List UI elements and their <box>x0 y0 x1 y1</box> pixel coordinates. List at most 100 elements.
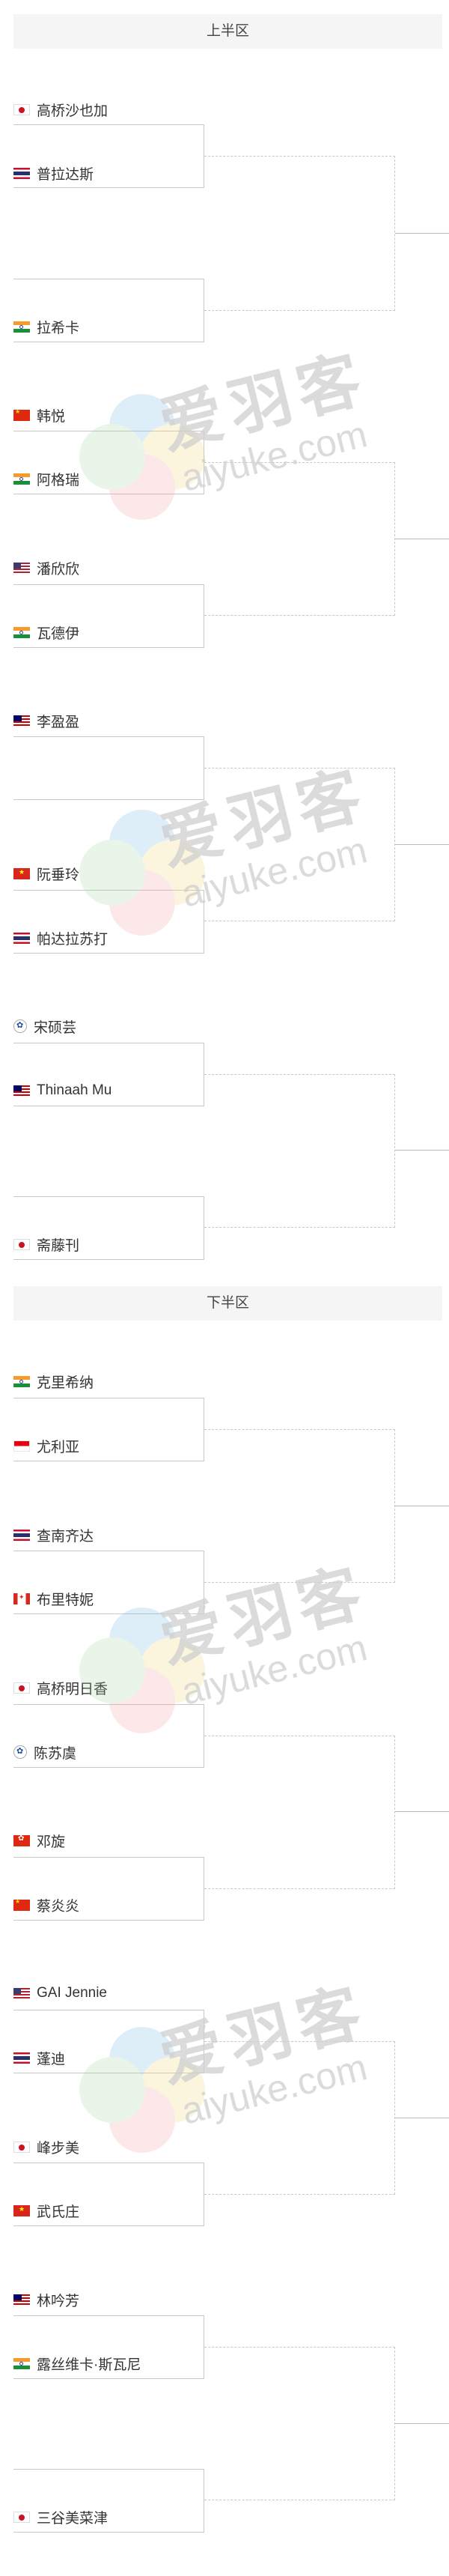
player-name: 阿格瑞 <box>37 472 80 488</box>
match-bracket <box>13 1551 204 1614</box>
player-name: 宋硕芸 <box>34 1019 77 1036</box>
player-entry[interactable]: 武氏庄 <box>13 2200 79 2221</box>
match-bracket <box>13 2010 204 2073</box>
player-name: 斋藤刊 <box>37 1237 80 1254</box>
india-flag-icon <box>13 626 30 638</box>
player-name: 普拉达斯 <box>37 166 94 183</box>
player-entry[interactable]: 陈苏虞 <box>13 1742 76 1763</box>
player-name: 三谷美菜津 <box>37 2510 109 2527</box>
watermark-text-en: aiyuke.com <box>177 1626 371 1713</box>
thailand-flag-icon <box>13 167 30 179</box>
player-name: 潘欣欣 <box>37 561 80 578</box>
player-entry[interactable]: 布里特妮 <box>13 1588 94 1609</box>
round-two-bracket <box>204 1736 395 1889</box>
chinese-taipei-flag-icon <box>13 1745 27 1759</box>
player-name: 尤利亚 <box>37 1439 80 1455</box>
china-flag-icon <box>13 1899 30 1911</box>
vietnam-flag-icon <box>13 867 30 879</box>
player-name: 拉希卡 <box>37 320 80 336</box>
match-bracket <box>13 736 204 800</box>
player-name: 蔡炎炎 <box>37 1898 80 1915</box>
malaysia-flag-icon <box>13 2294 30 2306</box>
player-entry[interactable]: 李盈盈 <box>13 710 79 731</box>
player-entry[interactable]: 阮垂玲 <box>13 863 79 884</box>
player-entry[interactable]: 露丝维卡·斯瓦尼 <box>13 2353 141 2374</box>
round-two-bracket <box>204 768 395 921</box>
player-entry[interactable]: 林吟芳 <box>13 2289 79 2310</box>
japan-flag-icon <box>13 103 30 115</box>
round-two-bracket <box>204 462 395 616</box>
player-entry[interactable]: 蔡炎炎 <box>13 1894 79 1915</box>
japan-flag-icon <box>13 1238 30 1250</box>
player-entry[interactable]: 蓬迪 <box>13 2047 65 2068</box>
match-bracket <box>13 1704 204 1768</box>
canada-flag-icon <box>13 1592 30 1604</box>
round-two-bracket <box>204 2347 395 2500</box>
thailand-flag-icon <box>13 1529 30 1541</box>
malaysia-flag-icon <box>13 1085 30 1097</box>
player-entry[interactable]: 邓旋 <box>13 1830 65 1851</box>
player-name: 高桥沙也加 <box>37 103 109 119</box>
round-three-bracket <box>395 844 449 1151</box>
player-entry[interactable]: 韩悦 <box>13 404 65 425</box>
match-bracket <box>13 431 204 494</box>
player-name: 峰步美 <box>37 2140 80 2157</box>
player-name: 克里希纳 <box>37 1375 94 1391</box>
player-entry[interactable]: 拉希卡 <box>13 316 79 337</box>
round-two-bracket <box>204 1429 395 1583</box>
player-entry[interactable]: 峰步美 <box>13 2136 79 2157</box>
player-entry[interactable]: 克里希纳 <box>13 1371 94 1392</box>
player-entry[interactable]: 高桥明日香 <box>13 1677 108 1698</box>
section-header-top-half: 上半区 <box>13 14 442 49</box>
india-flag-icon <box>13 2357 30 2369</box>
player-entry[interactable]: 阿格瑞 <box>13 468 79 489</box>
match-bracket <box>13 124 204 188</box>
player-entry[interactable]: 帕达拉苏打 <box>13 927 108 948</box>
player-entry[interactable]: 瓦德伊 <box>13 622 79 643</box>
match-bracket <box>13 2163 204 2226</box>
player-name: 瓦德伊 <box>37 625 80 642</box>
player-name: 蓬迪 <box>37 2051 66 2067</box>
round-two-bracket <box>204 1074 395 1228</box>
thailand-flag-icon <box>13 932 30 944</box>
player-name: 韩悦 <box>37 408 66 425</box>
player-entry[interactable]: 查南齐达 <box>13 1524 94 1545</box>
player-entry[interactable]: 斋藤刊 <box>13 1234 79 1255</box>
match-bracket <box>13 2469 204 2533</box>
player-name: 李盈盈 <box>37 714 80 730</box>
player-entry[interactable]: 三谷美菜津 <box>13 2506 108 2527</box>
usa-flag-icon <box>13 1987 30 1999</box>
player-name: 布里特妮 <box>37 1592 94 1608</box>
chinese-taipei-flag-icon <box>13 1019 27 1033</box>
indonesia-flag-icon <box>13 1440 30 1452</box>
usa-flag-icon <box>13 562 30 574</box>
match-bracket <box>13 1857 204 1921</box>
match-bracket <box>13 890 204 954</box>
india-flag-icon <box>13 473 30 485</box>
player-name: 查南齐达 <box>37 1528 94 1545</box>
player-name: 陈苏虞 <box>34 1745 77 1762</box>
player-name: 露丝维卡·斯瓦尼 <box>37 2357 141 2373</box>
round-two-bracket <box>204 156 395 311</box>
player-name: 帕达拉苏打 <box>37 931 109 948</box>
match-bracket <box>13 2315 204 2379</box>
player-entry[interactable]: 高桥沙也加 <box>13 99 108 120</box>
player-entry[interactable]: 宋硕芸 <box>13 1016 76 1037</box>
round-two-bracket <box>204 2041 395 2195</box>
round-three-bracket <box>395 2118 449 2424</box>
japan-flag-icon <box>13 2141 30 2153</box>
player-entry[interactable]: 普拉达斯 <box>13 163 94 184</box>
player-entry[interactable]: 尤利亚 <box>13 1435 79 1456</box>
india-flag-icon <box>13 1375 30 1387</box>
thailand-flag-icon <box>13 2052 30 2064</box>
match-bracket <box>13 1398 204 1461</box>
player-entry[interactable]: 潘欣欣 <box>13 557 79 578</box>
india-flag-icon <box>13 321 30 333</box>
japan-flag-icon <box>13 2511 30 2523</box>
player-entry[interactable]: GAI Jennie <box>13 1983 107 2004</box>
match-bracket <box>13 1196 204 1260</box>
player-name: 武氏庄 <box>37 2204 80 2220</box>
hong-kong-flag-icon <box>13 1834 30 1846</box>
player-entry[interactable]: Thinaah Mu <box>13 1080 112 1101</box>
malaysia-flag-icon <box>13 715 30 727</box>
